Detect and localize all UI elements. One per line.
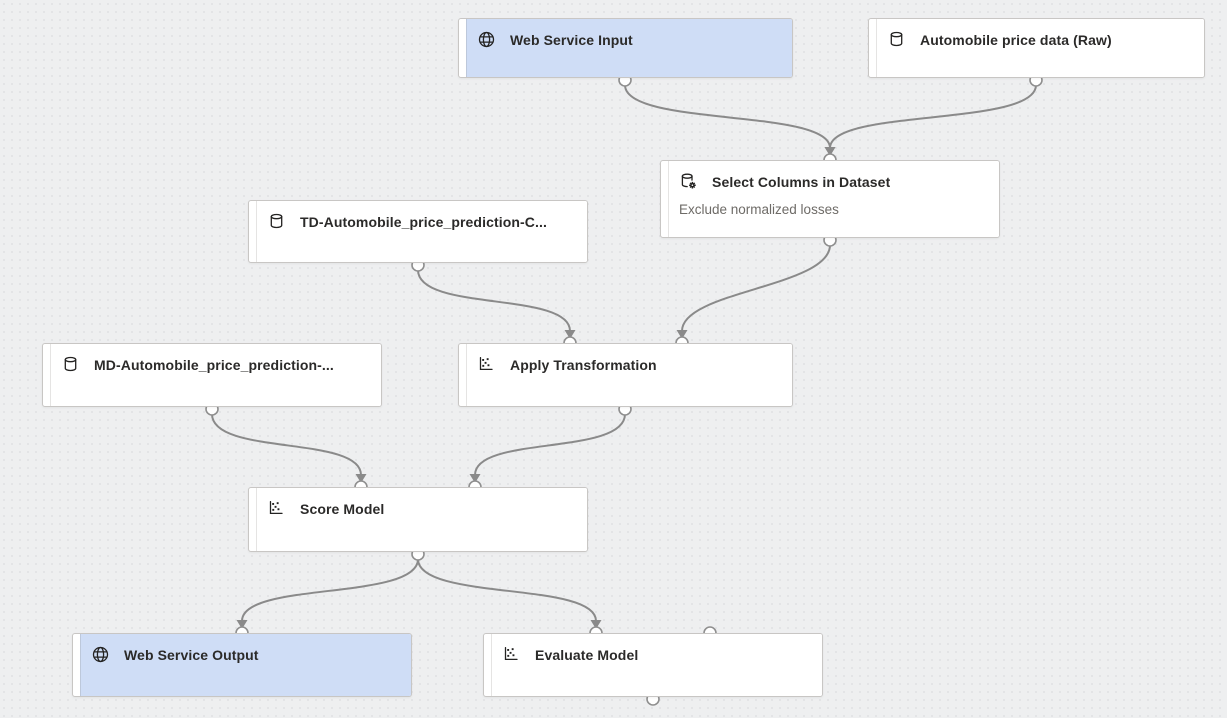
node-evaluate-model[interactable]: Evaluate Model <box>483 633 823 697</box>
node-web-service-input[interactable]: Web Service Input <box>458 18 793 78</box>
node-title: Apply Transformation <box>510 356 657 373</box>
edge-arrowhead <box>824 147 836 156</box>
edge-arrowhead <box>564 330 576 339</box>
edge-arrowhead <box>236 620 248 629</box>
node-fill <box>80 634 411 696</box>
node-fill <box>256 201 587 262</box>
edge-arrowhead <box>590 620 602 629</box>
edge-md-dataset-output-to-score-model-input-1[interactable] <box>211 413 362 476</box>
node-td-dataset[interactable]: TD-Automobile_price_prediction-C... <box>248 200 588 263</box>
edge-arrowhead <box>355 474 367 483</box>
node-apply-transformation[interactable]: Apply Transformation <box>458 343 793 407</box>
node-fill <box>491 634 822 696</box>
scatter-chart-icon <box>479 356 493 371</box>
node-title: Automobile price data (Raw) <box>920 31 1112 48</box>
database-icon <box>890 31 903 47</box>
scatter-chart-icon <box>504 646 518 661</box>
node-title: Select Columns in Dataset <box>712 173 891 190</box>
node-score-model[interactable]: Score Model <box>248 487 588 552</box>
edge-arrowhead <box>676 330 688 339</box>
globe-icon <box>92 646 109 663</box>
node-title: Web Service Input <box>510 31 633 48</box>
edge-td-dataset-output-to-apply-transformation-input-1[interactable] <box>417 269 571 332</box>
node-title: Web Service Output <box>124 646 259 663</box>
node-fill <box>876 19 1204 77</box>
node-title: MD-Automobile_price_prediction-... <box>94 356 334 373</box>
edge-automobile-price-data-output-to-select-columns-input[interactable] <box>829 84 1037 149</box>
node-md-dataset[interactable]: MD-Automobile_price_prediction-... <box>42 343 382 407</box>
edge-web-service-input-output-to-select-columns-input[interactable] <box>624 84 831 149</box>
node-fill <box>668 161 999 237</box>
node-fill <box>466 344 792 406</box>
edge-arrowhead <box>469 474 481 483</box>
edge-score-model-output-to-evaluate-model-input-1[interactable] <box>417 558 597 622</box>
database-icon <box>64 356 77 372</box>
database-icon <box>270 213 283 229</box>
edge-score-model-output-to-web-service-output-input[interactable] <box>241 558 419 622</box>
edge-apply-transformation-output-to-score-model-input-2[interactable] <box>474 413 626 476</box>
node-web-service-output[interactable]: Web Service Output <box>72 633 412 697</box>
node-fill <box>50 344 381 406</box>
node-fill <box>466 19 792 77</box>
node-select-columns[interactable]: Select Columns in Dataset Exclude normal… <box>660 160 1000 238</box>
node-subtitle: Exclude normalized losses <box>679 202 839 217</box>
database-gear-icon <box>681 173 697 190</box>
scatter-chart-icon <box>269 500 283 515</box>
globe-icon <box>478 31 495 48</box>
node-fill <box>256 488 587 551</box>
node-title: TD-Automobile_price_prediction-C... <box>300 213 547 230</box>
edge-select-columns-output-to-apply-transformation-input-2[interactable] <box>681 244 831 332</box>
node-automobile-price-data[interactable]: Automobile price data (Raw) <box>868 18 1205 78</box>
node-title: Score Model <box>300 500 385 517</box>
node-title: Evaluate Model <box>535 646 639 663</box>
